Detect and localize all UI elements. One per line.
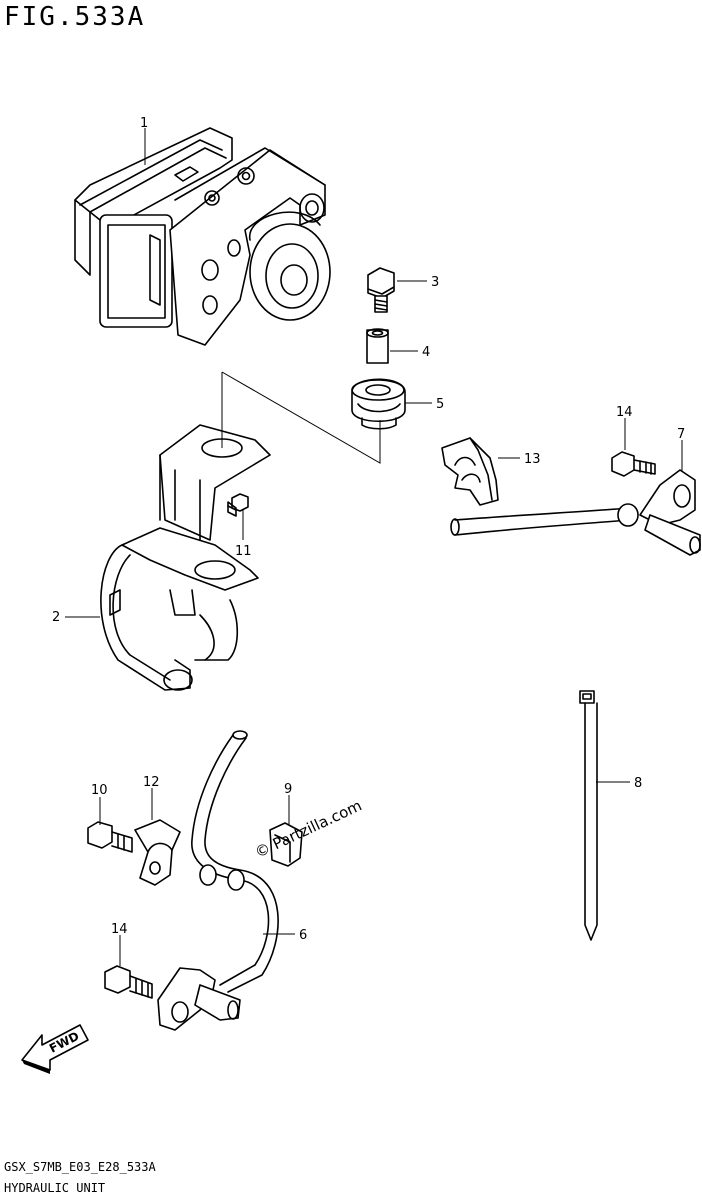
bolt-10-part[interactable]: [87, 821, 133, 853]
bolt-14a-part[interactable]: [611, 451, 656, 477]
figure-title: FIG.533A: [4, 2, 146, 32]
hydraulic-unit-part[interactable]: [74, 127, 331, 346]
diagram-code: GSX_S7MB_E03_E28_533A: [4, 1160, 156, 1174]
clamp-12-part[interactable]: [134, 819, 181, 886]
bolt-3-part[interactable]: [367, 267, 395, 313]
diagram-description: HYDRAULIC UNIT: [4, 1181, 106, 1195]
assembly-guide-lines: [221, 371, 381, 464]
callout-4: 4: [422, 345, 430, 360]
speed-sensor-6-part[interactable]: [157, 730, 279, 1031]
callout-12: 12: [143, 775, 160, 790]
watermark-text: © Partzilla.com: [252, 796, 365, 861]
callout-5: 5: [436, 397, 444, 412]
callout-1: 1: [140, 116, 148, 131]
collar-4-part[interactable]: [366, 328, 389, 364]
bracket-2-part[interactable]: [100, 424, 271, 691]
callout-11: 11: [235, 544, 252, 559]
clip-9-part[interactable]: [269, 822, 303, 867]
bolt-11-part[interactable]: [227, 493, 249, 517]
callout-14-bottom: 14: [111, 922, 128, 937]
clamp-13-part[interactable]: [441, 437, 499, 506]
callout-14-top: 14: [616, 405, 633, 420]
cable-tie-8-part[interactable]: [579, 690, 598, 941]
callout-3: 3: [431, 275, 439, 290]
callout-labels: 1 2 3 4 5 6 7 8 9 10 11 12 13 14 14: [52, 116, 685, 943]
callout-8: 8: [634, 776, 642, 791]
grommet-5-part[interactable]: [351, 378, 406, 430]
callout-13: 13: [524, 452, 541, 467]
callout-7: 7: [677, 427, 685, 442]
arrow-left-icon: [21, 1024, 89, 1074]
fwd-direction-marker: FWD: [21, 1024, 89, 1074]
bolt-14b-part[interactable]: [104, 965, 153, 999]
leader-lines: [65, 128, 683, 966]
callout-9: 9: [284, 782, 292, 797]
callout-6: 6: [299, 928, 307, 943]
speed-sensor-7-part[interactable]: [450, 469, 701, 556]
callout-10: 10: [91, 783, 108, 798]
callout-2: 2: [52, 610, 60, 625]
